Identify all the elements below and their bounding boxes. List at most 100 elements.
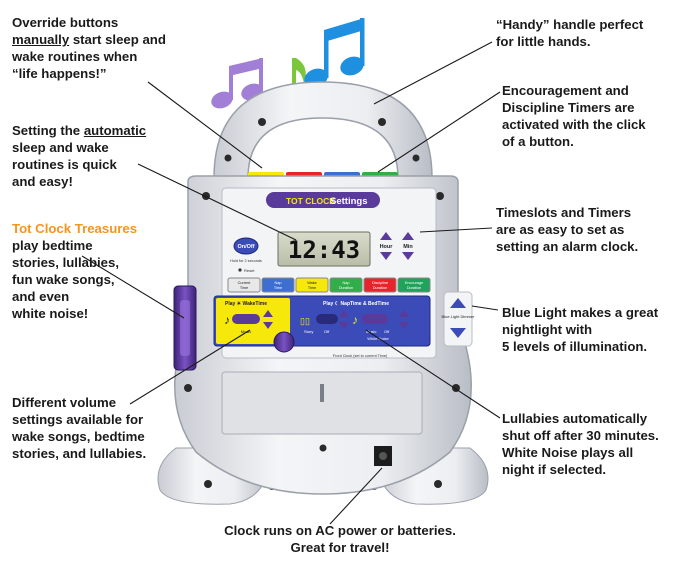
tab-label: Time bbox=[240, 286, 248, 290]
callout-automatic-routines: Setting the automatic sleep and wake rou… bbox=[12, 122, 146, 190]
callout-text: white noise! bbox=[12, 306, 89, 321]
on-off-button[interactable]: On/Off bbox=[233, 237, 259, 255]
story-vol-down[interactable] bbox=[339, 322, 349, 329]
callout-text: and easy! bbox=[12, 174, 73, 189]
callout-text-underlined: automatic bbox=[83, 123, 147, 138]
callout-text: start sleep and bbox=[69, 32, 166, 47]
callout-text: “Handy” handle perfect bbox=[496, 17, 644, 32]
tab-label: Wake bbox=[307, 281, 317, 285]
callout-text: fun wake songs, bbox=[12, 272, 115, 287]
callout-text: for little hands. bbox=[496, 34, 591, 49]
callout-text: of a button. bbox=[502, 134, 574, 149]
callout-text: night if selected. bbox=[502, 462, 607, 477]
svg-text:Story: Story bbox=[304, 329, 313, 334]
tab-label: Duration bbox=[339, 286, 353, 290]
tab-label: Discipline bbox=[372, 281, 388, 285]
callout-text: Different volume bbox=[12, 395, 117, 410]
tot-clock-logo: TOT CLOCK Settings bbox=[266, 192, 380, 208]
tab-label: Nap bbox=[275, 281, 282, 285]
hour-down-button[interactable] bbox=[380, 252, 392, 260]
tab-label: Duration bbox=[407, 286, 421, 290]
tab-nap-duration[interactable] bbox=[329, 277, 363, 293]
min-down-button[interactable] bbox=[402, 252, 414, 260]
tab-discipline-duration[interactable] bbox=[363, 277, 397, 293]
story-vol-up[interactable] bbox=[339, 310, 349, 317]
callout-volume: Different volume settings available for … bbox=[12, 394, 146, 462]
svg-text:Play ☾ NapTime & BedTime: Play ☾ NapTime & BedTime bbox=[323, 301, 389, 307]
hour-up-button[interactable] bbox=[380, 232, 392, 240]
callout-text: stories, and lullabies. bbox=[12, 446, 147, 461]
wake-vol-down[interactable] bbox=[263, 322, 273, 329]
ac-power-jack bbox=[374, 446, 392, 466]
callout-tot-clock-treasures: Tot Clock Treasures play bedtime stories… bbox=[12, 220, 137, 322]
svg-text:Hour: Hour bbox=[380, 244, 394, 250]
svg-text:Min: Min bbox=[403, 244, 413, 250]
min-up-button[interactable] bbox=[402, 232, 414, 240]
tab-encourage-duration[interactable] bbox=[397, 277, 431, 293]
callout-text: are as easy to set as bbox=[496, 222, 625, 237]
play-panel: Play ☀ WakeTime Play ☾ NapTime & BedTime… bbox=[213, 295, 431, 347]
callout-text: shut off after 30 minutes. bbox=[502, 428, 659, 443]
svg-text:TOT CLOCK: TOT CLOCK bbox=[286, 196, 336, 206]
callout-handle: “Handy” handle perfect for little hands. bbox=[496, 16, 643, 50]
callout-text: 5 levels of illumination. bbox=[502, 339, 648, 354]
svg-text:On/Off: On/Off bbox=[237, 244, 254, 250]
callout-text: manually start sleep and bbox=[12, 31, 166, 48]
tab-label: Current bbox=[238, 281, 252, 285]
front-clock-label: Front Clock (set to current Time) bbox=[333, 354, 388, 358]
svg-text:Music: Music bbox=[366, 329, 376, 334]
tab-label: Encourage bbox=[405, 281, 423, 285]
tab-wake-time[interactable] bbox=[295, 277, 329, 293]
nap-vol-up[interactable] bbox=[399, 310, 409, 317]
callout-text: Clock runs on AC power or batteries. bbox=[224, 523, 456, 538]
tab-label: Time bbox=[308, 286, 316, 290]
callout-encouragement-timers: Encouragement and Discipline Timers are … bbox=[502, 82, 646, 150]
wake-vol-up[interactable] bbox=[263, 310, 273, 317]
reset-button[interactable] bbox=[238, 268, 242, 272]
wake-music-switch[interactable] bbox=[232, 314, 260, 324]
callout-text: Setting the bbox=[12, 123, 84, 138]
tab-nap-time[interactable] bbox=[261, 277, 295, 293]
callout-text: and even bbox=[12, 289, 70, 304]
callout-text: play bedtime bbox=[12, 238, 93, 253]
lcd-display: 12:43 bbox=[277, 231, 371, 267]
callout-text: wake routines when bbox=[12, 49, 138, 64]
nap-music-switch[interactable] bbox=[362, 314, 388, 324]
blue-light-down[interactable] bbox=[450, 328, 466, 338]
svg-text:Blue Light Dimmer: Blue Light Dimmer bbox=[442, 314, 476, 319]
svg-text:Play ☀ WakeTime: Play ☀ WakeTime bbox=[225, 301, 267, 307]
callout-text: stories, lullabies, bbox=[12, 255, 120, 270]
music-note-icon-nap: ♪ bbox=[352, 313, 358, 327]
book-icon: ▯▯ bbox=[300, 316, 310, 326]
callout-text: Setting the automatic bbox=[12, 122, 146, 139]
callout-text: Great for travel! bbox=[290, 540, 390, 555]
tab-label: Time bbox=[274, 286, 282, 290]
timeslot-tabs: CurrentTimeNapTimeWakeTimeNapDurationDis… bbox=[227, 277, 431, 293]
callout-text: “life happens!” bbox=[12, 66, 107, 81]
reset-label: Reset bbox=[244, 268, 255, 273]
callout-lullabies: Lullabies automatically shut off after 3… bbox=[502, 410, 659, 478]
callout-text: wake songs, bedtime bbox=[12, 429, 145, 444]
tab-label: Nap bbox=[343, 281, 350, 285]
svg-text:Settings: Settings bbox=[330, 196, 367, 207]
tab-label: Duration bbox=[373, 286, 387, 290]
music-note-icon: ♪ bbox=[224, 313, 230, 327]
blue-light-dimmer: Blue Light Dimmer bbox=[442, 291, 476, 347]
callout-power: Clock runs on AC power or batteries. Gre… bbox=[200, 522, 480, 556]
callout-text: setting an alarm clock. bbox=[496, 239, 639, 254]
story-switch[interactable] bbox=[316, 314, 338, 324]
callout-text: sleep and wake bbox=[12, 140, 109, 155]
callout-title: Tot Clock Treasures bbox=[12, 221, 138, 236]
hour-min-controls: Hour Min bbox=[380, 232, 414, 260]
callout-text: Override buttons bbox=[12, 15, 119, 30]
callout-text: Blue Light makes a great bbox=[502, 305, 659, 320]
volume-knob[interactable] bbox=[273, 331, 295, 353]
callout-text: activated with the click bbox=[502, 117, 646, 132]
callout-text-underlined: manually bbox=[12, 32, 70, 47]
nap-vol-down[interactable] bbox=[399, 322, 409, 329]
blue-light-up[interactable] bbox=[450, 298, 466, 308]
tab-current-time[interactable] bbox=[227, 277, 261, 293]
battery-compartment bbox=[221, 371, 423, 452]
